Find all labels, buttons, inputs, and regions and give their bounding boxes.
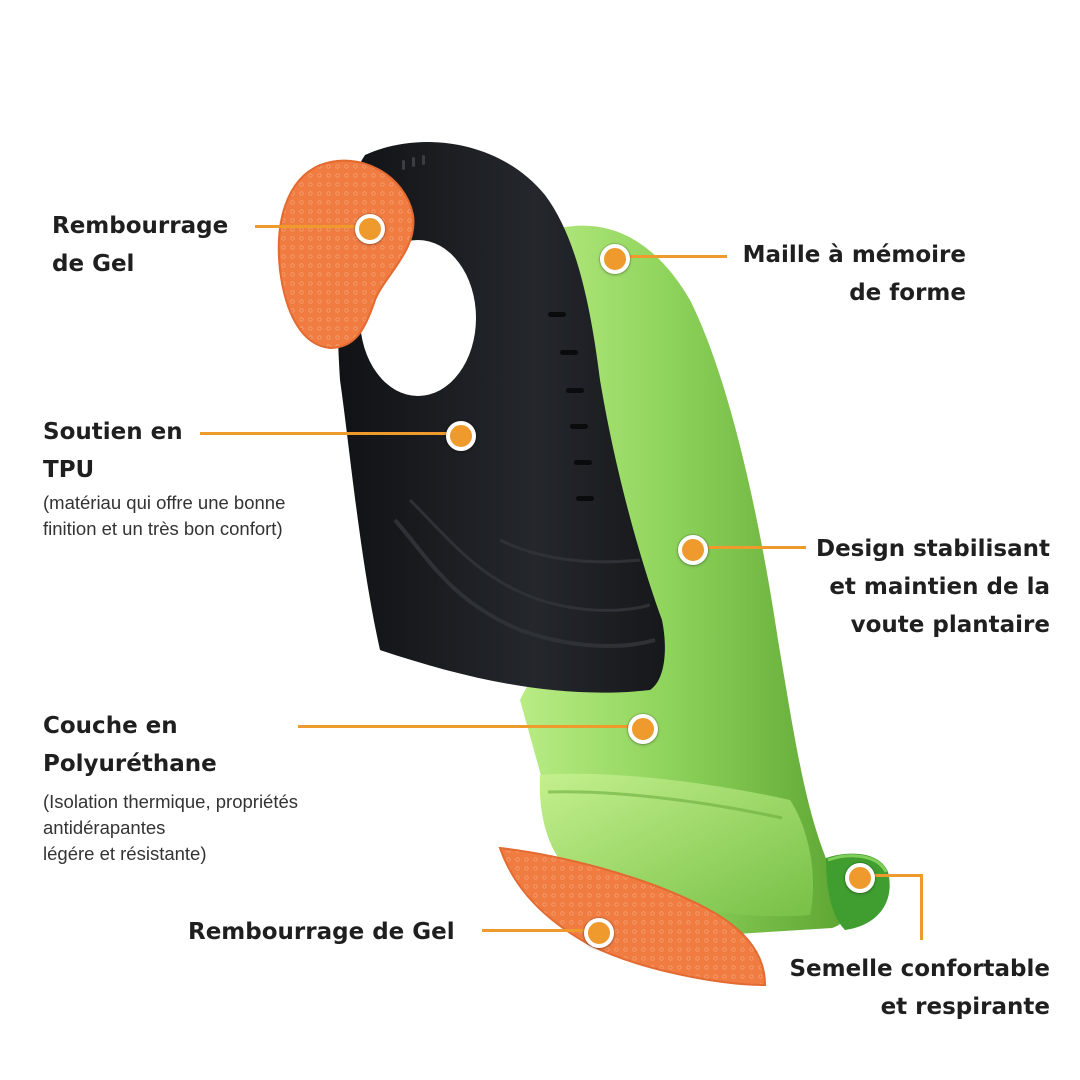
note-tpu-line1: (matériau qui offre une bonne <box>43 492 286 513</box>
marker-dot-polyurethane <box>628 714 658 744</box>
marker-dot-stabilizing <box>678 535 708 565</box>
label-tpu-line2: TPU <box>43 457 95 483</box>
marker-dot-gel-top <box>355 214 385 244</box>
note-polyurethane-line1: (Isolation thermique, propriétés <box>43 791 299 812</box>
label-sole-line2: et respirante <box>880 994 1050 1020</box>
label-tpu: Soutien en TPU <box>43 413 183 489</box>
label-sole: Semelle confortable et respirante <box>789 950 1050 1026</box>
label-tpu-line1: Soutien en <box>43 419 183 445</box>
label-polyurethane: Couche en Polyuréthane <box>43 707 217 783</box>
note-polyurethane-line2: antidérapantes <box>43 817 166 838</box>
connector-line-sole <box>858 874 922 877</box>
label-polyurethane-line2: Polyuréthane <box>43 751 217 777</box>
marker-dot-memory-mesh <box>600 244 630 274</box>
note-tpu: (matériau qui offre une bonne finition e… <box>43 490 285 542</box>
label-polyurethane-line1: Couche en <box>43 713 178 739</box>
note-polyurethane-line3: légére et résistante) <box>43 843 207 864</box>
label-gel-top-line1: Rembourrage <box>52 213 229 239</box>
connector-line-gel-top <box>255 225 365 228</box>
gel-pad-top <box>277 159 415 350</box>
label-memory-mesh: Maille à mémoire de forme <box>743 236 966 312</box>
label-gel-bottom: Rembourrage de Gel <box>188 913 455 951</box>
connector-line-tpu <box>200 432 458 435</box>
connector-line-gel-bottom <box>482 929 596 932</box>
connector-line-memory-mesh <box>615 255 727 258</box>
connector-line-polyurethane <box>298 725 640 728</box>
label-memory-mesh-line2: de forme <box>849 280 966 306</box>
black-tpu-shell <box>337 142 665 693</box>
note-polyurethane: (Isolation thermique, propriétés antidér… <box>43 789 298 867</box>
label-stabilizing: Design stabilisant et maintien de la vou… <box>816 530 1050 644</box>
connector-vline-sole <box>920 874 923 940</box>
label-gel-bottom-line1: Rembourrage de Gel <box>188 919 455 945</box>
label-stabilizing-line3: voute plantaire <box>850 612 1050 638</box>
label-stabilizing-line1: Design stabilisant <box>815 536 1050 562</box>
marker-dot-sole <box>845 863 875 893</box>
label-stabilizing-line2: et maintien de la <box>829 574 1050 600</box>
label-memory-mesh-line1: Maille à mémoire <box>742 242 966 268</box>
connector-line-stabilizing <box>692 546 806 549</box>
label-gel-top: Rembourrage de Gel <box>52 207 228 283</box>
marker-dot-gel-bottom <box>584 918 614 948</box>
note-tpu-line2: finition et un très bon confort) <box>43 518 283 539</box>
label-sole-line1: Semelle confortable <box>789 956 1050 982</box>
label-gel-top-line2: de Gel <box>52 251 135 277</box>
marker-dot-tpu <box>446 421 476 451</box>
gel-pad-bottom <box>498 846 767 987</box>
